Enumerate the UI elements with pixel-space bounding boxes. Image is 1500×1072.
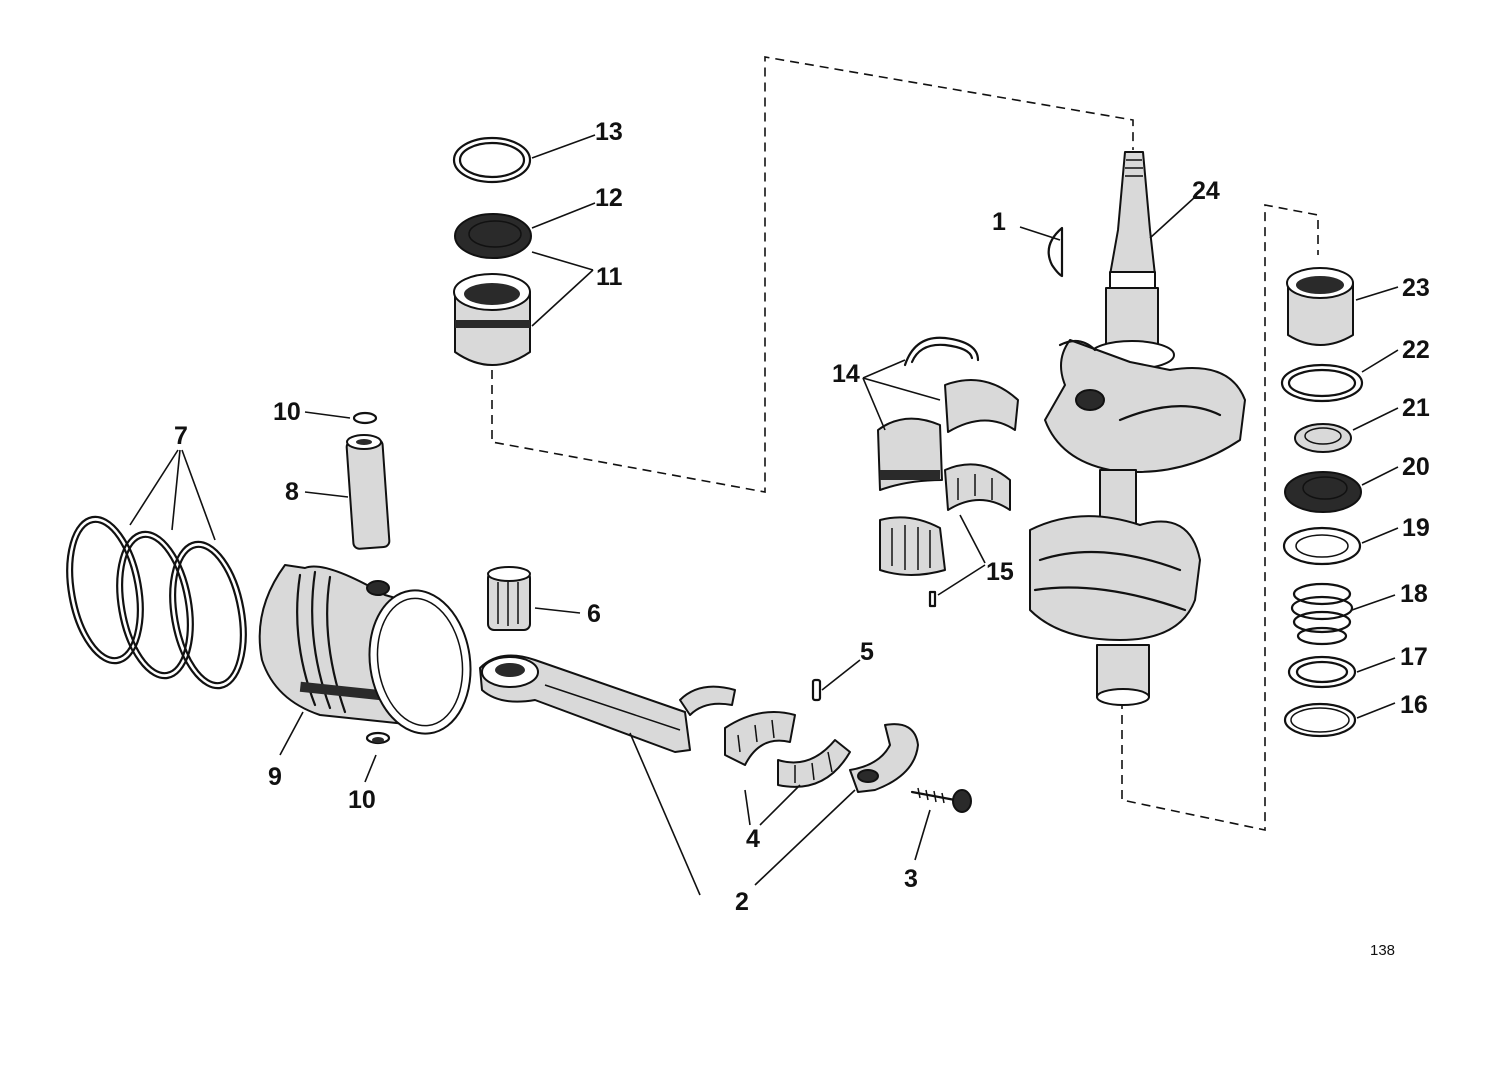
dowel-pin (811, 678, 822, 702)
spring-18 (1290, 582, 1354, 646)
callout-2: 2 (735, 888, 749, 916)
callout-17: 17 (1400, 643, 1428, 671)
bearing-race-halves-14 (877, 379, 1019, 491)
retaining-ring-14 (903, 336, 980, 367)
callout-9: 9 (268, 763, 282, 791)
callout-11: 11 (596, 263, 623, 291)
callout-10-bottom: 10 (348, 786, 376, 814)
callout-23: 23 (1402, 274, 1430, 302)
woodruff-key (1047, 226, 1064, 278)
callout-labels: 1 2 3 4 5 6 7 8 9 10 10 11 12 13 14 15 1… (174, 118, 1430, 959)
seal-21 (1294, 423, 1352, 453)
ring-16 (1283, 702, 1357, 738)
callout-7: 7 (174, 422, 188, 450)
callout-22: 22 (1402, 336, 1430, 364)
ring-22 (1280, 363, 1364, 403)
callout-19: 19 (1402, 514, 1430, 542)
rod-bearing-halves (724, 711, 851, 788)
callout-5: 5 (860, 638, 874, 666)
pin-retainers (352, 411, 391, 745)
callout-10-top: 10 (273, 398, 301, 426)
callout-24: 24 (1192, 177, 1220, 205)
main-bearing-11 (453, 273, 531, 366)
callout-3: 3 (904, 865, 918, 893)
seal-12 (454, 213, 532, 259)
rod-cap-screw (910, 787, 972, 813)
callout-1: 1 (992, 208, 1006, 236)
callout-16: 16 (1400, 691, 1428, 719)
bearing-23 (1286, 267, 1354, 346)
callout-13: 13 (595, 118, 623, 146)
washer-19 (1282, 526, 1362, 566)
crankshaft (1029, 151, 1246, 706)
callout-4: 4 (746, 825, 760, 853)
callout-15: 15 (986, 558, 1014, 586)
wrist-pin (345, 434, 391, 550)
callout-8: 8 (285, 478, 299, 506)
assembly-dashed-lines (491, 56, 1319, 831)
connecting-rod (479, 654, 736, 753)
callout-21: 21 (1402, 394, 1430, 422)
callout-12: 12 (595, 184, 623, 212)
seal-20 (1284, 471, 1362, 513)
callout-20: 20 (1402, 453, 1430, 481)
callout-14: 14 (832, 360, 860, 388)
connecting-rod-cap (849, 723, 919, 793)
leader-lines (129, 134, 1399, 896)
ring-17 (1287, 655, 1357, 689)
callout-6: 6 (587, 600, 601, 628)
needle-bearing-small (487, 566, 531, 631)
piston (258, 564, 472, 735)
piston-rings (66, 515, 247, 690)
needle-cages-15 (879, 463, 1011, 608)
figure-number: 138 (1370, 942, 1395, 959)
callout-18: 18 (1400, 580, 1428, 608)
seal-ring-13 (452, 136, 532, 184)
